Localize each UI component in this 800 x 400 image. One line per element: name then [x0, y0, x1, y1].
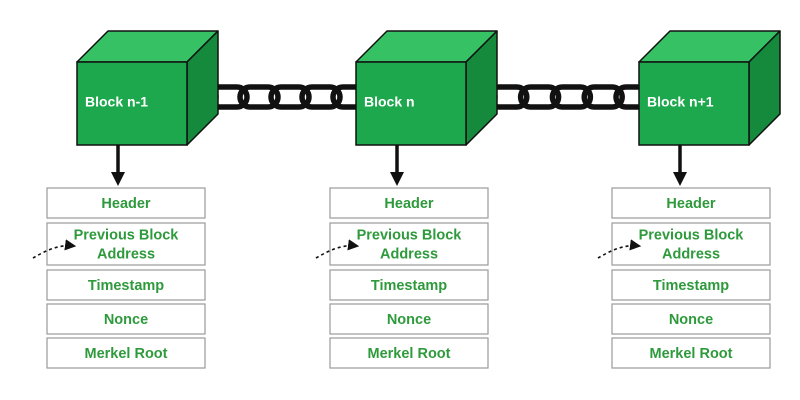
field-label: Nonce	[104, 312, 148, 328]
block-cube: Block n	[355, 30, 498, 146]
block-field: Timestamp	[611, 269, 771, 301]
field-label: Header	[384, 196, 434, 212]
chain-link-icon	[299, 84, 343, 110]
block-field: Timestamp	[329, 269, 489, 301]
field-box	[611, 269, 771, 301]
field-box	[329, 303, 489, 335]
field-label: Timestamp	[88, 278, 164, 294]
field-box	[46, 187, 206, 219]
field-box	[611, 303, 771, 335]
field-label: Merkel Root	[85, 346, 168, 362]
block-field: Timestamp	[46, 269, 206, 301]
block-label: Block n	[364, 94, 415, 110]
field-label: Nonce	[669, 312, 713, 328]
field-box	[329, 269, 489, 301]
field-box	[329, 187, 489, 219]
chain-link-icon	[549, 84, 594, 110]
block-field: Header	[46, 187, 206, 219]
cube-front-face	[355, 61, 467, 146]
down-arrow-icon	[390, 145, 404, 186]
block-field: Nonce	[46, 303, 206, 335]
cube-front-face	[638, 61, 750, 146]
field-label: Timestamp	[371, 278, 447, 294]
field-label: Header	[101, 196, 151, 212]
chain-link-icon	[268, 84, 312, 110]
chain-link-icon	[581, 84, 625, 110]
field-box	[611, 187, 771, 219]
block-field: Header	[611, 187, 771, 219]
chain-link-icon	[517, 84, 562, 110]
block-field: Nonce	[329, 303, 489, 335]
field-box	[611, 337, 771, 369]
block-field: Merkel Root	[611, 337, 771, 369]
block-field: Nonce	[611, 303, 771, 335]
field-label: Header	[666, 196, 716, 212]
field-label: Merkel Root	[650, 346, 733, 362]
down-arrow-icon	[111, 145, 125, 186]
field-box	[46, 269, 206, 301]
field-label: Nonce	[387, 312, 431, 328]
block-cube: Block n-1	[76, 30, 219, 146]
block-field: Merkel Root	[46, 337, 206, 369]
block-cube: Block n+1	[638, 30, 781, 146]
block-field: Merkel Root	[329, 337, 489, 369]
field-box	[46, 303, 206, 335]
block-label: Block n-1	[85, 94, 148, 110]
down-arrow-icon	[673, 145, 687, 186]
chains-layer	[175, 84, 657, 110]
cube-front-face	[76, 61, 188, 146]
block-field: Header	[329, 187, 489, 219]
chain-link-icon	[237, 84, 281, 110]
block-label: Block n+1	[647, 94, 714, 110]
field-box	[329, 337, 489, 369]
field-label: Timestamp	[653, 278, 729, 294]
field-box	[46, 337, 206, 369]
field-label: Merkel Root	[368, 346, 451, 362]
